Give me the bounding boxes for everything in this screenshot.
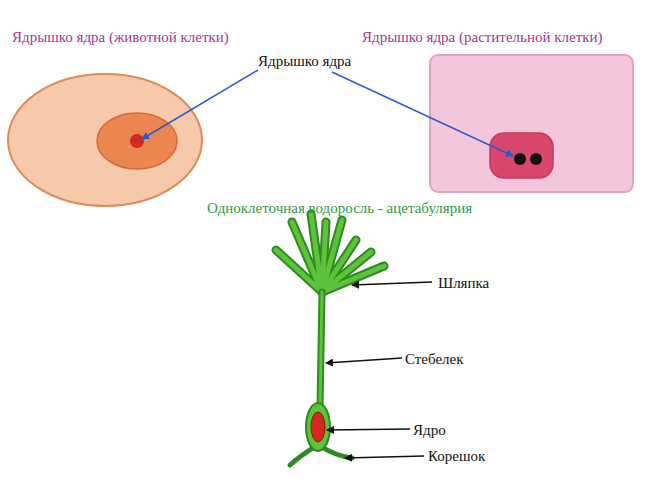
part-label: Стебелек [405, 350, 464, 368]
part-label: Шляпка [438, 274, 489, 292]
callout-label: Ядрышко ядра [258, 52, 351, 70]
leader-line [142, 70, 258, 139]
panel-heading: Ядрышко ядра (растительной клетки) [362, 28, 603, 46]
plant-cell [430, 55, 633, 192]
leader-line [327, 429, 410, 430]
acetabularia [276, 214, 384, 465]
leader-line [332, 72, 513, 156]
leader-line [326, 358, 402, 363]
leader-line [345, 456, 424, 458]
part-label: Ядро [413, 421, 446, 439]
animal-cell [8, 74, 202, 206]
panel-heading: Одноклеточная водоросль - ацетабулярия [207, 199, 472, 217]
leader-line [352, 282, 432, 285]
part-label: Корешок [428, 447, 485, 465]
panel-heading: Ядрышко ядра (животной клетки) [12, 28, 229, 46]
